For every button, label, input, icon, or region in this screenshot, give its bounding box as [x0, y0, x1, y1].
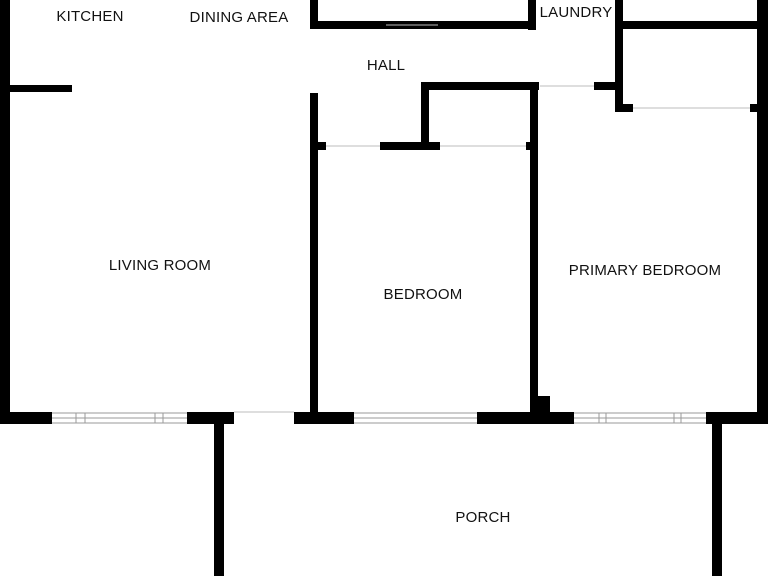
room-label-hall: HALL [367, 57, 405, 74]
wall-bottom-4 [477, 412, 574, 424]
wall-bedroom-primary [530, 82, 538, 424]
window-bedroom [354, 412, 477, 424]
wall-hall-closet-left [421, 82, 429, 150]
wall-living-bedroom [310, 93, 318, 424]
window-living-room [52, 412, 187, 424]
wall-closet-top [615, 21, 765, 29]
porch-wall-left [214, 424, 224, 576]
wall-laundry-left [528, 0, 536, 30]
room-label-laundry: LAUNDRY [540, 4, 613, 21]
wall-bottom-3 [294, 412, 354, 424]
wall-primary-closet-bottom-left [615, 104, 633, 112]
wall-bottom-5 [706, 412, 768, 424]
wall-right-exterior [757, 0, 768, 424]
room-label-porch: PORCH [455, 509, 510, 526]
room-label-primary-bedroom: PRIMARY BEDROOM [569, 262, 721, 279]
wall-left-exterior [0, 0, 10, 424]
window-primary-bedroom [574, 412, 706, 424]
room-label-kitchen: KITCHEN [56, 8, 123, 25]
room-labels: KITCHEN DINING AREA LAUNDRY HALL LIVING … [56, 4, 721, 526]
wall-hall-closet-top [421, 82, 539, 90]
wall-kitchen-living [10, 85, 72, 92]
wall-bottom-2 [187, 412, 234, 424]
room-label-dining-area: DINING AREA [190, 9, 289, 26]
wall-bedroom-top-mid [380, 142, 440, 150]
room-label-bedroom: BEDROOM [384, 286, 463, 303]
wall-primary-closet-bottom-right [750, 104, 760, 112]
wall-bedroom-top-left [318, 142, 326, 150]
windows [52, 24, 750, 424]
porch-wall-right [712, 424, 722, 576]
wall-laundry-right [615, 0, 623, 112]
wall-dining-top-post [310, 0, 318, 28]
room-label-living-room: LIVING ROOM [109, 257, 211, 274]
wall-bottom-1 [0, 412, 52, 424]
wall-laundry-bottom-right [594, 82, 623, 90]
